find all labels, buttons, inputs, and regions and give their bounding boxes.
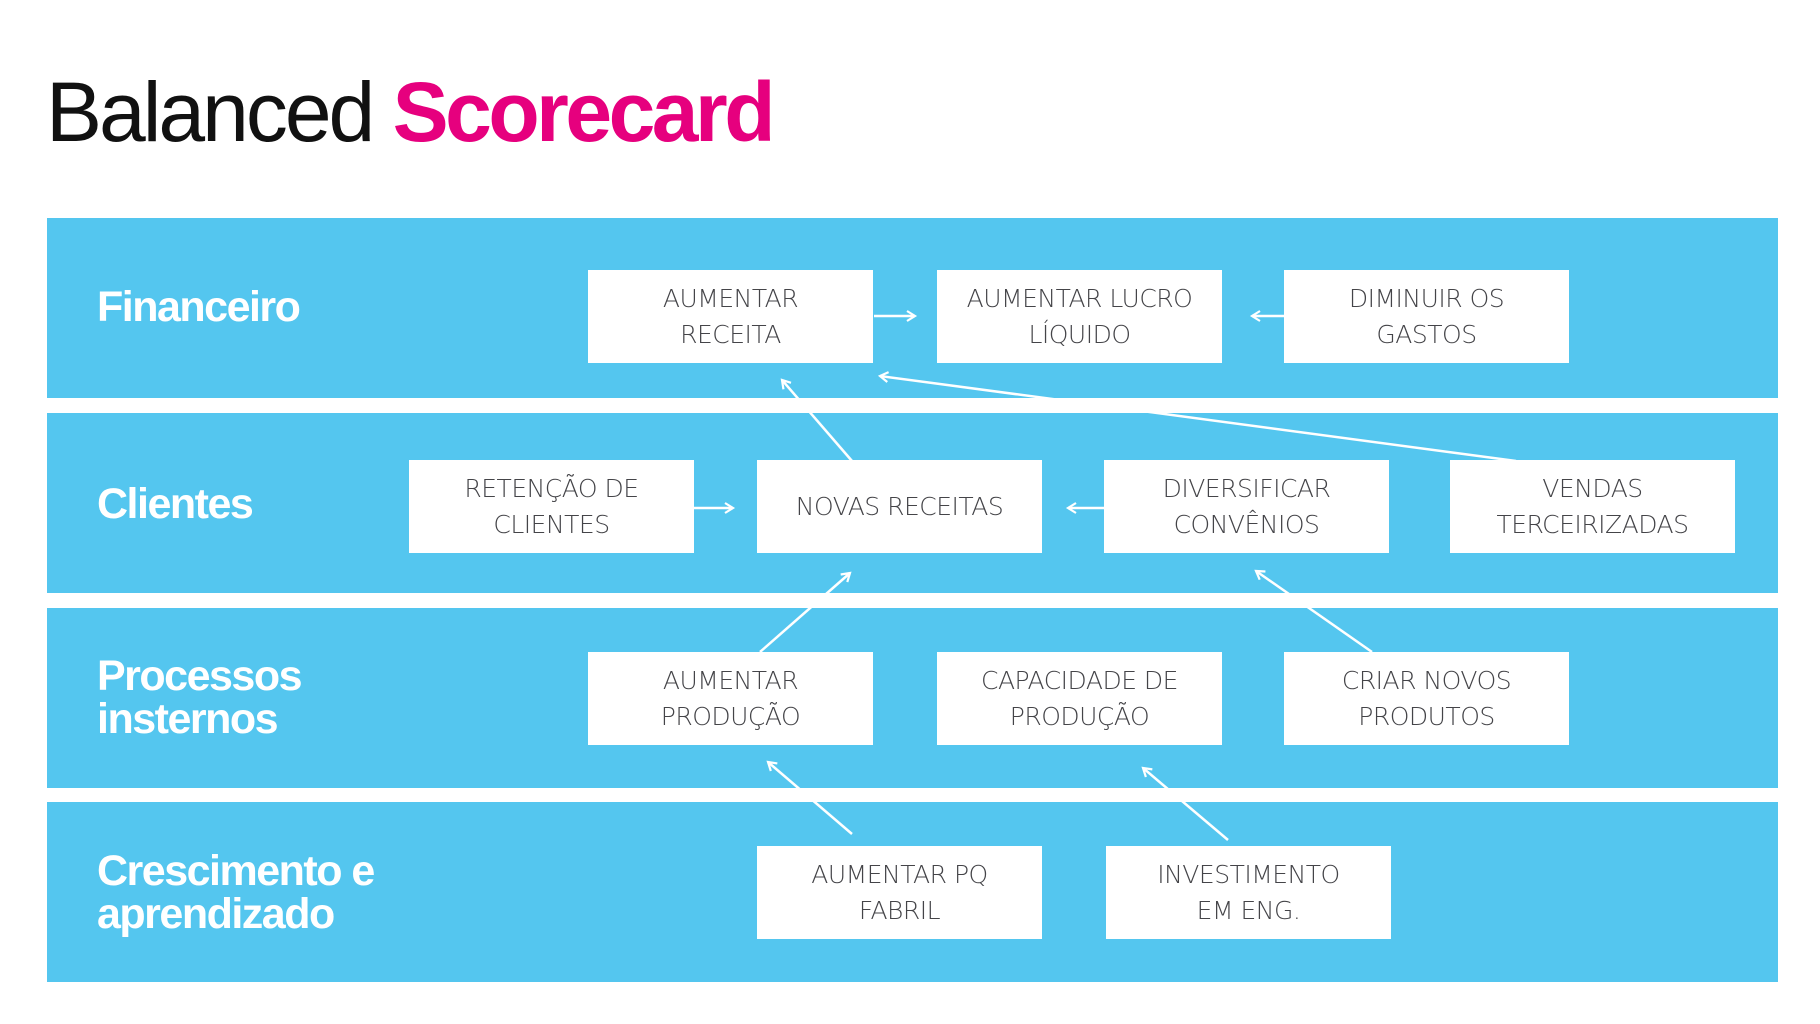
objective-text: AUMENTAR RECEITA [662, 283, 799, 349]
objective-text: RETENÇÃO DE CLIENTES [464, 473, 639, 539]
objective-text: INVESTIMENTO EM ENG. [1157, 859, 1340, 925]
objective-aumentar-producao[interactable]: AUMENTAR PRODUÇÃO [588, 652, 873, 745]
perspective-label-financeiro: Financeiro [97, 283, 301, 331]
objective-retencao-de-clientes[interactable]: RETENÇÃO DE CLIENTES [409, 460, 694, 553]
page-title: Balanced Scorecard [46, 62, 776, 162]
objective-novas-receitas[interactable]: NOVAS RECEITAS [757, 460, 1042, 553]
objective-diminuir-os-gastos[interactable]: DIMINUIR OS GASTOS [1284, 270, 1569, 363]
perspective-label-crescimento-aprendizado: Crescimento e aprendizado [97, 847, 375, 938]
perspective-label-processos-internos: Processos insternos [97, 652, 303, 743]
objective-text: DIVERSIFICAR CONVÊNIOS [1162, 473, 1331, 539]
objective-vendas-terceirizadas[interactable]: VENDAS TERCEIRIZADAS [1450, 460, 1735, 553]
objective-capacidade-de-producao[interactable]: CAPACIDADE DE PRODUÇÃO [937, 652, 1222, 745]
objective-text: DIMINUIR OS GASTOS [1348, 283, 1505, 349]
objective-aumentar-lucro-liquido[interactable]: AUMENTAR LUCRO LÍQUIDO [937, 270, 1222, 363]
objective-text: AUMENTAR PQ FABRIL [811, 859, 988, 925]
objective-investimento-em-eng[interactable]: INVESTIMENTO EM ENG. [1106, 846, 1391, 939]
objective-diversificar-convenios[interactable]: DIVERSIFICAR CONVÊNIOS [1104, 460, 1389, 553]
perspective-label-clientes: Clientes [97, 480, 254, 528]
objective-text: NOVAS RECEITAS [795, 491, 1004, 521]
objective-text: VENDAS TERCEIRIZADAS [1496, 473, 1689, 539]
objective-aumentar-receita[interactable]: AUMENTAR RECEITA [588, 270, 873, 363]
objective-text: AUMENTAR PRODUÇÃO [660, 665, 801, 731]
title-part-scorecard: Scorecard [392, 65, 776, 159]
objective-text: CAPACIDADE DE PRODUÇÃO [981, 665, 1178, 731]
title-part-balanced: Balanced [46, 65, 375, 159]
objective-text: CRIAR NOVOS PRODUTOS [1341, 665, 1512, 731]
objective-aumentar-pq-fabril[interactable]: AUMENTAR PQ FABRIL [757, 846, 1042, 939]
objective-text: AUMENTAR LUCRO LÍQUIDO [966, 283, 1193, 349]
objective-criar-novos-produtos[interactable]: CRIAR NOVOS PRODUTOS [1284, 652, 1569, 745]
band-crescimento-aprendizado: Crescimento e aprendizado [47, 802, 1778, 982]
